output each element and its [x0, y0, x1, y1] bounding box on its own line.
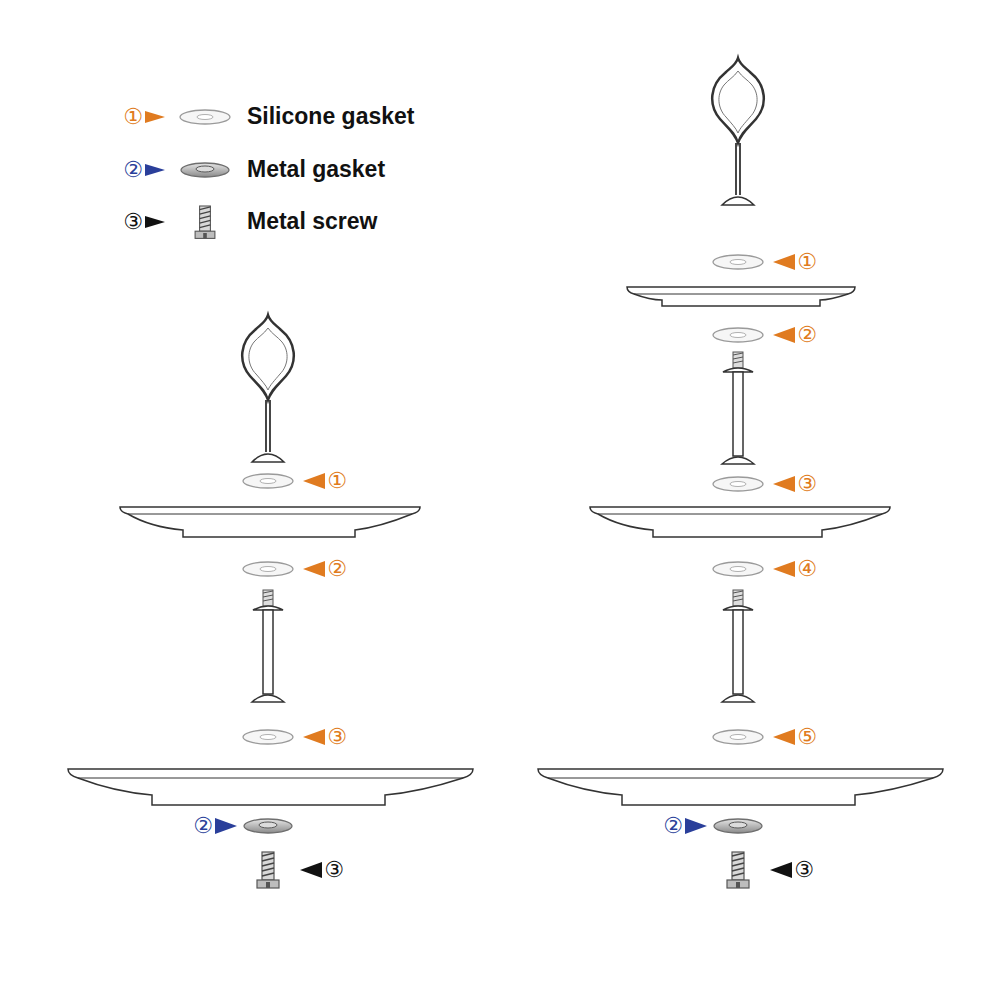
callout-number: ②: [327, 558, 347, 580]
callout-pointer: [773, 729, 795, 745]
legend-row: Silicone gasket: [247, 104, 414, 129]
pillar: [722, 590, 754, 702]
legend-row: Metal gasket: [247, 157, 385, 182]
callout-number: ⑤: [797, 726, 817, 748]
callout-number: ②: [797, 324, 817, 346]
callout-number: ③: [327, 726, 347, 748]
metal-gasket-sample: [181, 163, 229, 177]
callout-pointer: [773, 561, 795, 577]
callout-pointer: [303, 473, 325, 489]
silicone-gasket: [243, 562, 293, 576]
finial-handle: [242, 315, 294, 462]
silicone-gasket: [713, 562, 763, 576]
silicone-gasket: [713, 255, 763, 269]
plate-rim: [598, 514, 882, 515]
metal-screw-sample: [195, 206, 215, 238]
callout-pointer: [215, 818, 237, 834]
plate-rim: [78, 778, 463, 779]
callout-number: ③: [324, 859, 344, 881]
silicone-gasket: [243, 474, 293, 488]
plate: [538, 769, 943, 805]
legend-text: Metal screw: [247, 208, 377, 234]
plate: [120, 507, 420, 537]
legend-row: Metal screw: [247, 209, 377, 234]
callout-number: ③: [123, 211, 143, 233]
callout-pointer: [300, 862, 322, 878]
callout-number: ②: [123, 159, 143, 181]
plate: [68, 769, 473, 805]
callout-pointer: [773, 476, 795, 492]
silicone-gasket: [713, 730, 763, 744]
callout-pointer: [685, 818, 707, 834]
pillar: [252, 590, 284, 702]
pillar: [722, 352, 754, 464]
silicone-gasket-sample: [180, 110, 230, 124]
metal-gasket: [714, 819, 762, 833]
callout-number: ①: [327, 470, 347, 492]
legend-text: Silicone gasket: [247, 103, 414, 129]
callout-pointer: [770, 862, 792, 878]
silicone-gasket: [243, 730, 293, 744]
callout-number: ①: [123, 106, 143, 128]
callout-pointer: [303, 729, 325, 745]
callout-pointer: [303, 561, 325, 577]
plate: [590, 507, 890, 537]
callout-number: ②: [663, 815, 683, 837]
finial-handle: [712, 58, 764, 205]
plate-rim: [128, 514, 412, 515]
metal-screw: [257, 852, 279, 888]
legend-pointer: [145, 216, 165, 228]
callout-pointer: [773, 327, 795, 343]
plate-rim: [634, 294, 848, 295]
silicone-gasket: [713, 328, 763, 342]
callout-number: ①: [797, 251, 817, 273]
plate: [627, 287, 855, 306]
legend-pointer: [145, 111, 165, 123]
plate-rim: [548, 778, 933, 779]
callout-number: ③: [797, 473, 817, 495]
callout-number: ②: [193, 815, 213, 837]
callout-number: ④: [797, 558, 817, 580]
legend-text: Metal gasket: [247, 156, 385, 182]
metal-gasket: [244, 819, 292, 833]
silicone-gasket: [713, 477, 763, 491]
legend-pointer: [145, 164, 165, 176]
metal-screw: [727, 852, 749, 888]
callout-pointer: [773, 254, 795, 270]
callout-number: ③: [794, 859, 814, 881]
